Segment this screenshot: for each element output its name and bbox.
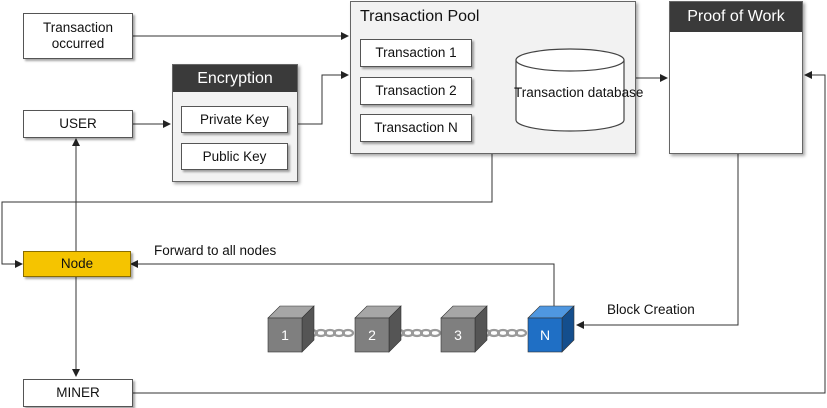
block-cube-3: 3 bbox=[440, 305, 488, 353]
transaction-n-box: Transaction N bbox=[360, 114, 472, 142]
transaction-1-box: Transaction 1 bbox=[360, 39, 472, 67]
block-label: 1 bbox=[281, 327, 289, 343]
block-label: 2 bbox=[368, 327, 376, 343]
node-box: Node bbox=[23, 251, 131, 277]
transaction-pool-title: Transaction Pool bbox=[360, 8, 480, 25]
forward-to-all-nodes-label: Forward to all nodes bbox=[154, 243, 277, 258]
encryption-title: Encryption bbox=[173, 65, 297, 92]
transaction-occurred-box: Transaction occurred bbox=[23, 13, 133, 59]
user-box: USER bbox=[23, 110, 133, 138]
arrow-pow-to-block bbox=[576, 154, 739, 329]
block-label: 3 bbox=[454, 327, 462, 343]
block-cube-N: N bbox=[527, 305, 575, 353]
arrow-forward-to-node bbox=[130, 260, 555, 309]
miner-box: MINER bbox=[23, 379, 133, 407]
public-key-box: Public Key bbox=[181, 143, 288, 170]
proof-of-work-panel: Proof of Work bbox=[669, 1, 803, 154]
blockchain: 1 2 3 N bbox=[267, 305, 575, 353]
arrow-pool-to-node bbox=[1, 154, 493, 268]
transaction-database-cylinder bbox=[515, 48, 625, 132]
block-cube-2: 2 bbox=[354, 305, 402, 353]
transaction-database-label: Transaction database bbox=[514, 85, 644, 100]
block-creation-label: Block Creation bbox=[607, 302, 695, 317]
transaction-2-box: Transaction 2 bbox=[360, 77, 472, 105]
proof-of-work-title: Proof of Work bbox=[670, 2, 802, 32]
block-cube-1: 1 bbox=[267, 305, 315, 353]
block-label: N bbox=[540, 327, 550, 343]
chain-link bbox=[392, 328, 442, 338]
arrow-encryption-to-pool bbox=[298, 71, 349, 125]
private-key-box: Private Key bbox=[181, 106, 288, 133]
arrow-miner-to-pow bbox=[133, 71, 826, 394]
